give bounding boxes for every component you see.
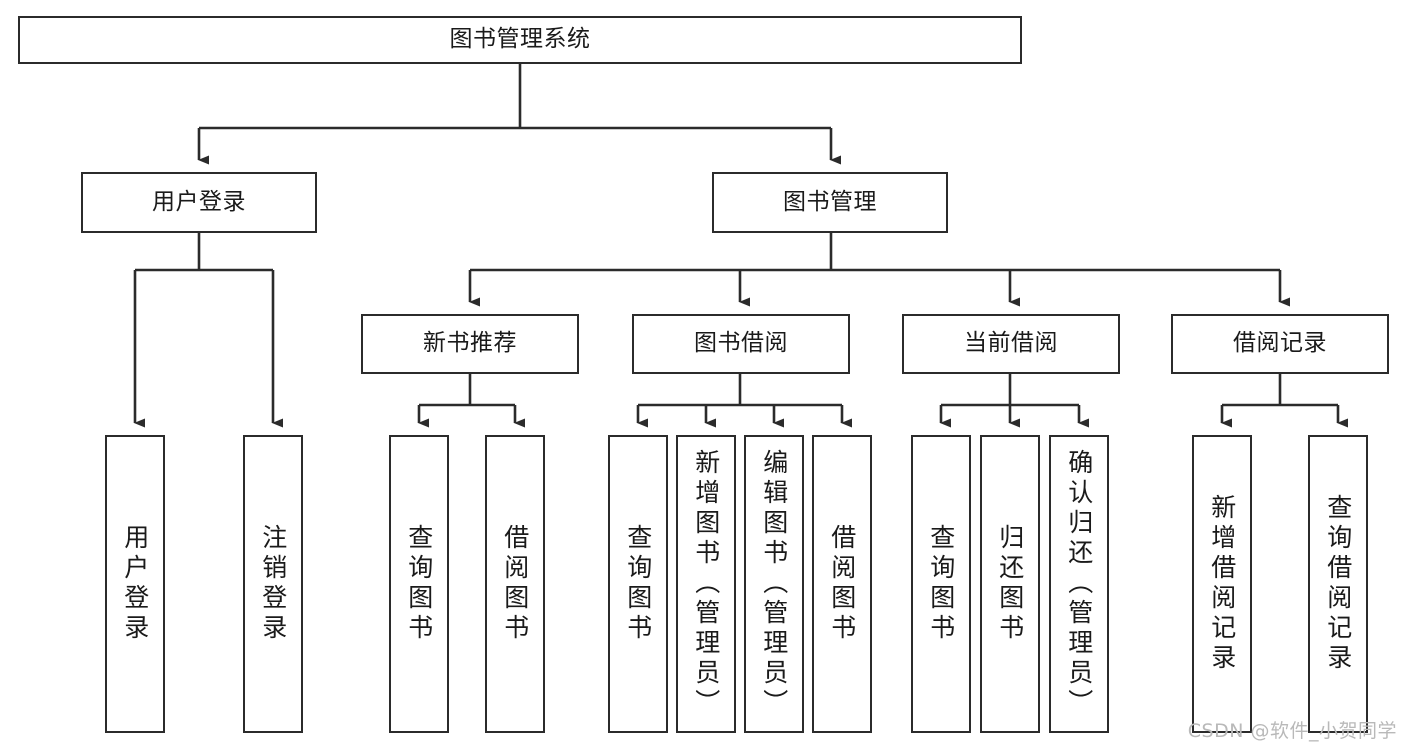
leaf-borrow-record-add[interactable]: 新增借阅记录 <box>1192 435 1252 733</box>
node-new-book-recommend[interactable]: 新书推荐 <box>361 314 579 374</box>
node-label: 查询图书 <box>404 524 434 644</box>
leaf-current-borrow-return[interactable]: 归还图书 <box>980 435 1040 733</box>
node-label: 当前借阅 <box>964 330 1058 357</box>
node-current-borrow[interactable]: 当前借阅 <box>902 314 1120 374</box>
leaf-book-borrow-query[interactable]: 查询图书 <box>608 435 668 733</box>
node-label: 新增图书（管理员） <box>691 449 721 719</box>
node-label: 借阅图书 <box>500 524 530 644</box>
node-root-book-management-system[interactable]: 图书管理系统 <box>18 16 1022 64</box>
node-label: 确认归还（管理员） <box>1064 449 1094 719</box>
node-book-management[interactable]: 图书管理 <box>712 172 948 233</box>
leaf-new-book-borrow[interactable]: 借阅图书 <box>485 435 545 733</box>
node-label: 用户登录 <box>120 524 150 644</box>
node-label: 借阅记录 <box>1233 330 1327 357</box>
node-label: 查询图书 <box>926 524 956 644</box>
node-label: 归还图书 <box>995 524 1025 644</box>
leaf-book-borrow-edit-admin[interactable]: 编辑图书（管理员） <box>744 435 804 733</box>
leaf-user-login-login[interactable]: 用户登录 <box>105 435 165 733</box>
leaf-book-borrow-add-admin[interactable]: 新增图书（管理员） <box>676 435 736 733</box>
node-label: 查询图书 <box>623 524 653 644</box>
node-label: 图书管理 <box>783 188 877 215</box>
node-label: 图书管理系统 <box>449 26 591 53</box>
node-label: 用户登录 <box>152 188 246 215</box>
node-user-login[interactable]: 用户登录 <box>81 172 317 233</box>
leaf-user-login-logout[interactable]: 注销登录 <box>243 435 303 733</box>
node-label: 新增借阅记录 <box>1207 494 1237 674</box>
node-label: 查询借阅记录 <box>1323 494 1353 674</box>
node-label: 注销登录 <box>258 524 288 644</box>
node-label: 新书推荐 <box>423 330 517 357</box>
node-borrow-record[interactable]: 借阅记录 <box>1171 314 1389 374</box>
node-label: 借阅图书 <box>827 524 857 644</box>
node-label: 图书借阅 <box>694 330 788 357</box>
leaf-current-borrow-confirm-admin[interactable]: 确认归还（管理员） <box>1049 435 1109 733</box>
leaf-new-book-query[interactable]: 查询图书 <box>389 435 449 733</box>
leaf-current-borrow-query[interactable]: 查询图书 <box>911 435 971 733</box>
leaf-borrow-record-query[interactable]: 查询借阅记录 <box>1308 435 1368 733</box>
node-book-borrow[interactable]: 图书借阅 <box>632 314 850 374</box>
node-label: 编辑图书（管理员） <box>759 449 789 719</box>
leaf-book-borrow-borrow[interactable]: 借阅图书 <box>812 435 872 733</box>
